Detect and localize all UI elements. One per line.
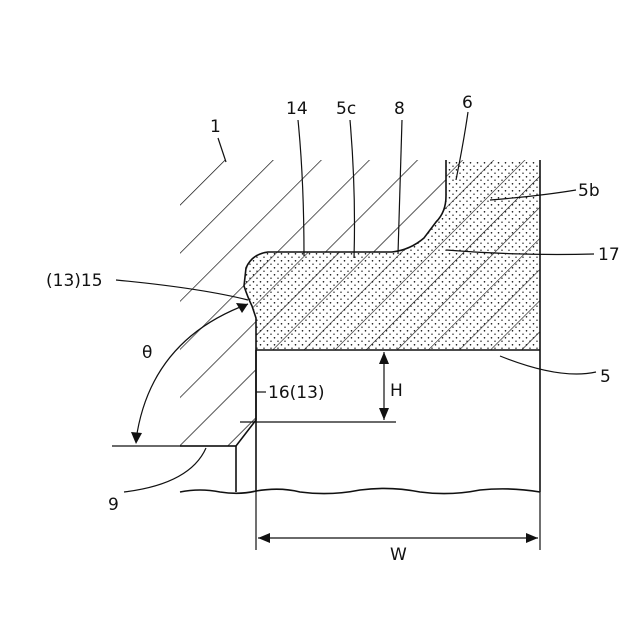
break-line <box>180 488 540 493</box>
label-part-9: 9 <box>108 495 119 515</box>
label-dim-w: W <box>390 545 407 565</box>
w-dimension <box>256 492 540 550</box>
label-part-5: 5 <box>600 367 611 387</box>
label-theta: θ <box>142 343 152 363</box>
label-part-5c: 5c <box>336 99 356 119</box>
h-dimension <box>379 352 389 420</box>
label-part-16-13: 16(13) <box>268 383 325 403</box>
label-part-17: 17 <box>598 245 620 265</box>
label-part-14: 14 <box>286 99 308 119</box>
label-part-8: 8 <box>394 99 405 119</box>
label-dim-h: H <box>390 381 403 401</box>
label-part-6: 6 <box>462 93 473 113</box>
label-part-5b: 5b <box>578 181 600 201</box>
label-part-1: 1 <box>210 117 221 137</box>
label-part-13-15: (13)15 <box>46 271 103 291</box>
